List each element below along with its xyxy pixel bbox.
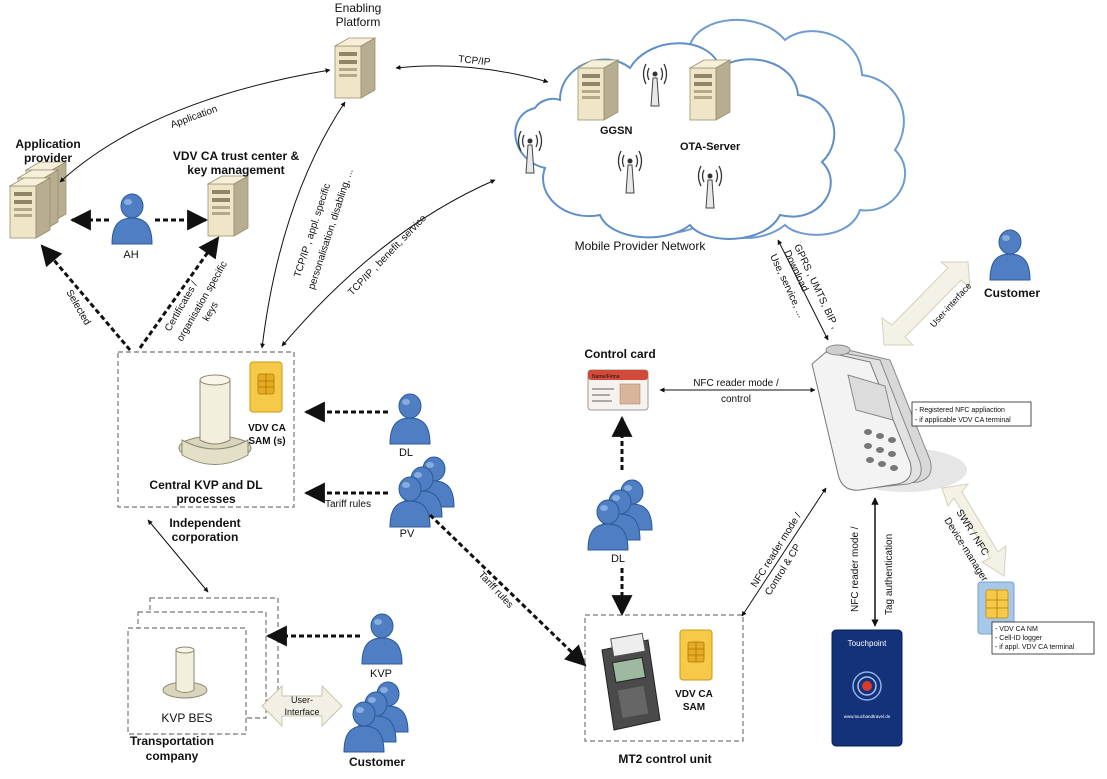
independent-corp-label-2: corporation <box>172 530 239 544</box>
tariff-rules-central-label: Tariff rules <box>325 499 371 510</box>
control-card-text: Name/Firma <box>592 374 620 380</box>
control-card-icon: Name/Firma <box>587 369 649 411</box>
touchpoint-brand: Touchpoint <box>848 639 887 648</box>
tariff-rules-mt2-label: Tariff rules <box>476 570 515 611</box>
trust-center-label-1: VDV CA trust center & <box>173 149 300 163</box>
enabling-platform-server-icon <box>334 37 376 99</box>
ggsn-server-icon <box>577 59 619 121</box>
dl-mid-label: DL <box>611 553 625 565</box>
mobile-provider-network-cloud: Mobile Provider Network <box>514 19 907 253</box>
central-to-trust-center-arrow <box>138 236 220 349</box>
sim-note-line-3: - if appl. VDV CA terminal <box>995 644 1075 651</box>
ggsn-label: GGSN <box>600 125 632 137</box>
application-edge-label: Application <box>169 104 219 131</box>
touchpoint-tag-icon: Touchpoint www.touchandtravel.de <box>831 629 903 747</box>
phone-mt2-arrow <box>741 487 827 617</box>
kvp-terminal-icon <box>178 374 252 465</box>
enabling-platform-label-1: Enabling <box>335 1 382 15</box>
phone-note-line-1: - Registered NFC appliaction <box>915 407 1005 414</box>
central-sam-label-2: SAM (s) <box>248 436 285 447</box>
pv-label: PV <box>400 528 415 540</box>
nfc-card-label-2: control <box>721 394 751 405</box>
trust-center-label-2: key management <box>187 163 284 177</box>
mt2-sam-label-2: SAM <box>683 702 705 713</box>
tcpip-benefit-label: TCP/IP , benefit, service <box>346 213 429 298</box>
swr-device-manager-arrow <box>941 483 1007 577</box>
nfc-tag-label-2: Tag authentication <box>884 534 895 615</box>
user-interface-bottom-label-2: Interface <box>284 707 319 717</box>
provider-platform-arrow <box>59 68 331 183</box>
dl-top-label: DL <box>399 447 413 459</box>
central-sam-label-1: VDV CA <box>248 423 286 434</box>
tcpip-top-label: TCP/IP <box>458 54 492 68</box>
mt2-box <box>584 614 744 742</box>
sim-note-line-2: - Cell-ID logger <box>995 635 1043 642</box>
control-card-title: Control card <box>584 347 655 361</box>
phone-network-arrow <box>777 239 829 341</box>
central-label-1: Central KVP and DL <box>149 478 262 492</box>
ah-person-icon <box>111 193 153 245</box>
enabling-platform-label-2: Platform <box>336 15 381 29</box>
customer-right-label: Customer <box>984 286 1040 300</box>
touchpoint-url: www.touchandtravel.de <box>844 714 891 719</box>
ota-server-icon <box>689 59 731 121</box>
mobile-network-label: Mobile Provider Network <box>575 239 707 253</box>
kvp-person-icon <box>361 613 403 665</box>
dl-person-icon <box>389 393 431 445</box>
customer-right-person-icon <box>989 229 1031 281</box>
mt2-device-icon <box>601 632 661 731</box>
user-interface-bottom-label-1: User- <box>291 695 313 705</box>
trust-center-server-icon <box>207 175 249 237</box>
mt2-sam-chip-icon <box>679 629 713 681</box>
central-kvp-box <box>117 351 295 508</box>
dl-mid-group-icon <box>587 479 653 551</box>
phone-note-line-2: - if applicable VDV CA terminal <box>915 417 1011 424</box>
kvp-label: KVP <box>370 668 392 680</box>
central-label-2: processes <box>176 492 236 506</box>
transport-label-1: Transportation <box>130 734 214 748</box>
central-to-provider-arrow <box>40 244 132 351</box>
selected-label: Selected <box>63 288 92 327</box>
independent-corp-label-1: Independent <box>169 516 240 530</box>
central-network-arrow <box>281 179 496 347</box>
central-sam-chip-icon <box>249 361 283 413</box>
kvp-bes-terminal-icon <box>162 646 208 699</box>
user-interface-bottom-arrow <box>261 684 343 728</box>
user-interface-right-arrow <box>881 261 971 346</box>
pv-to-mt2-arrow <box>428 513 587 667</box>
mobile-phones-icon <box>811 344 967 492</box>
mt2-sam-label-1: VDV CA <box>675 689 713 700</box>
sim-note-line-1: - VDV CA NM <box>995 626 1038 633</box>
application-provider-label-1: Application <box>15 137 80 151</box>
nfc-card-label-1: NFC reader mode / <box>693 378 779 389</box>
application-provider-label-2: provider <box>24 151 72 165</box>
customer-bottom-label: Customer <box>349 755 405 769</box>
central-transport-arrow <box>147 519 209 593</box>
application-provider-servers-icon <box>9 161 67 239</box>
platform-network-arrow <box>395 65 549 84</box>
mt2-label: MT2 control unit <box>618 752 711 766</box>
customer-group-icon <box>343 681 409 753</box>
ota-server-label: OTA-Server <box>680 141 741 153</box>
ah-label: AH <box>123 249 138 261</box>
sim-note-box <box>991 621 1095 655</box>
phone-note-box <box>911 401 1032 427</box>
kvp-bes-label: KVP BES <box>161 711 212 725</box>
nfc-tag-label-1: NFC reader mode / <box>850 526 861 612</box>
pv-group-icon <box>389 456 455 528</box>
transport-label-2: company <box>146 749 199 763</box>
